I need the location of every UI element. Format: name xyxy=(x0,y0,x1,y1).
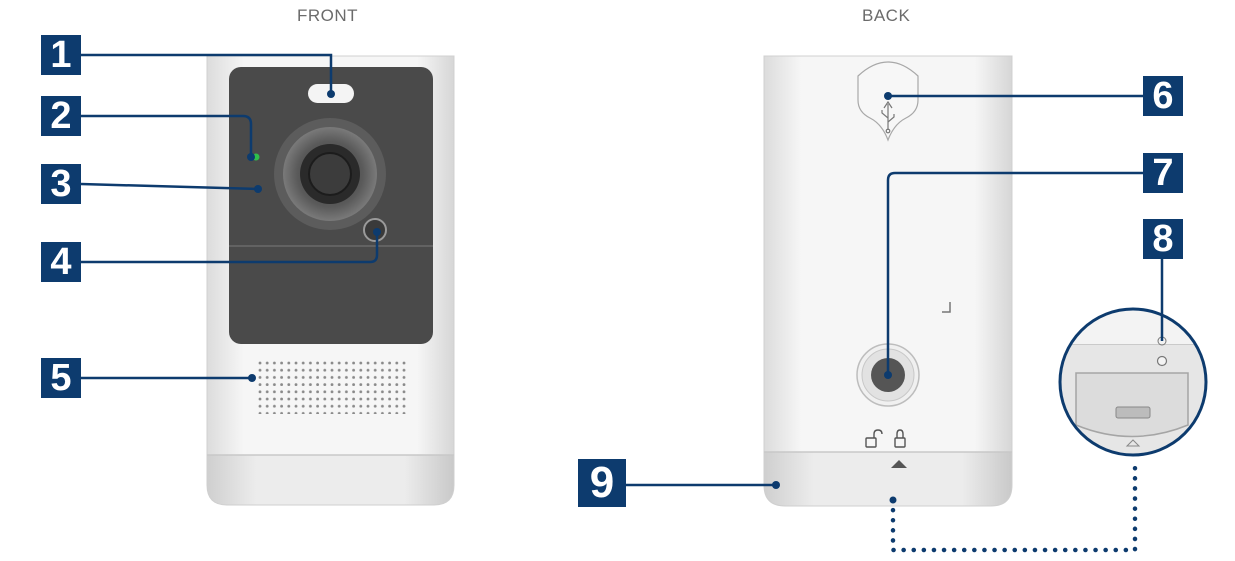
leader-line-3 xyxy=(80,182,259,191)
usb-icon xyxy=(881,100,895,134)
arrow-up-icon xyxy=(891,460,907,468)
unlock-icon xyxy=(865,429,883,448)
dotted-connector xyxy=(890,457,1138,553)
back-camera-base xyxy=(763,451,1013,507)
back-heading: BACK xyxy=(862,6,911,25)
lens xyxy=(308,152,352,196)
callout-2: 2 xyxy=(41,96,81,136)
leader-line-2 xyxy=(81,114,253,156)
front-heading: FRONT xyxy=(297,6,359,25)
lock-icon xyxy=(894,429,906,448)
callout-4: 4 xyxy=(41,242,81,282)
callout-8: 8 xyxy=(1143,219,1183,259)
front-camera xyxy=(206,55,455,506)
reset-hole xyxy=(1156,355,1168,367)
callout-6: 6 xyxy=(1143,76,1183,116)
callout-9: 9 xyxy=(578,459,626,507)
callout-7: 7 xyxy=(1143,153,1183,193)
callout-5: 5 xyxy=(41,358,81,398)
battery-release-zoom xyxy=(1058,307,1208,457)
front-camera-base xyxy=(206,454,455,506)
leader-lines xyxy=(80,53,1164,487)
release-slot xyxy=(1115,406,1151,419)
leader-dots xyxy=(247,90,892,489)
callout-3: 3 xyxy=(41,164,81,204)
speaker-grille xyxy=(256,360,406,414)
callout-1: 1 xyxy=(41,35,81,75)
leader-line-4 xyxy=(81,232,379,264)
leader-line-7 xyxy=(886,171,1143,375)
leader-line-1 xyxy=(81,53,333,94)
